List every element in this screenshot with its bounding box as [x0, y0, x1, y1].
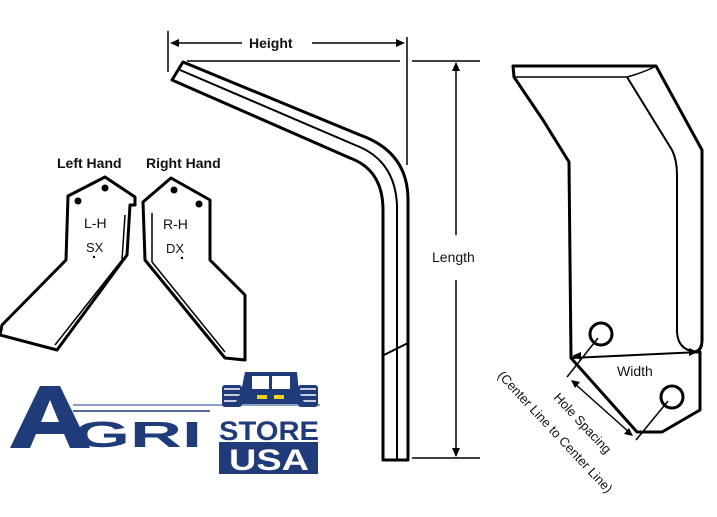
length-label: Length	[432, 249, 475, 265]
right-blade-sub: DX	[166, 241, 184, 256]
front-view-blade	[511, 64, 704, 434]
right-blade-code: R-H	[163, 216, 188, 232]
logo-store-text: STORE	[219, 416, 319, 446]
left-blade-code: L-H	[84, 215, 107, 231]
width-label: Width	[617, 363, 653, 379]
logo-usa-box	[219, 442, 318, 474]
length-dimension	[187, 60, 480, 459]
width-dimension	[572, 348, 698, 360]
side-view-blade	[170, 60, 410, 462]
left-blade-sub: SX	[86, 240, 104, 255]
right-hand-blade	[141, 176, 247, 362]
left-hand-label: Left Hand	[57, 155, 122, 171]
agri-store-usa-logo: GRI STORE USA	[10, 372, 320, 477]
height-dimension	[167, 31, 408, 165]
right-hand-label: Right Hand	[146, 155, 221, 171]
left-hand-blade	[0, 175, 137, 352]
tractor-icon	[222, 372, 318, 407]
logo-usa-text: USA	[229, 444, 309, 477]
height-label: Height	[249, 35, 293, 51]
hole-spacing-dimension	[566, 337, 669, 441]
logo-agri-text: GRI	[74, 414, 202, 455]
